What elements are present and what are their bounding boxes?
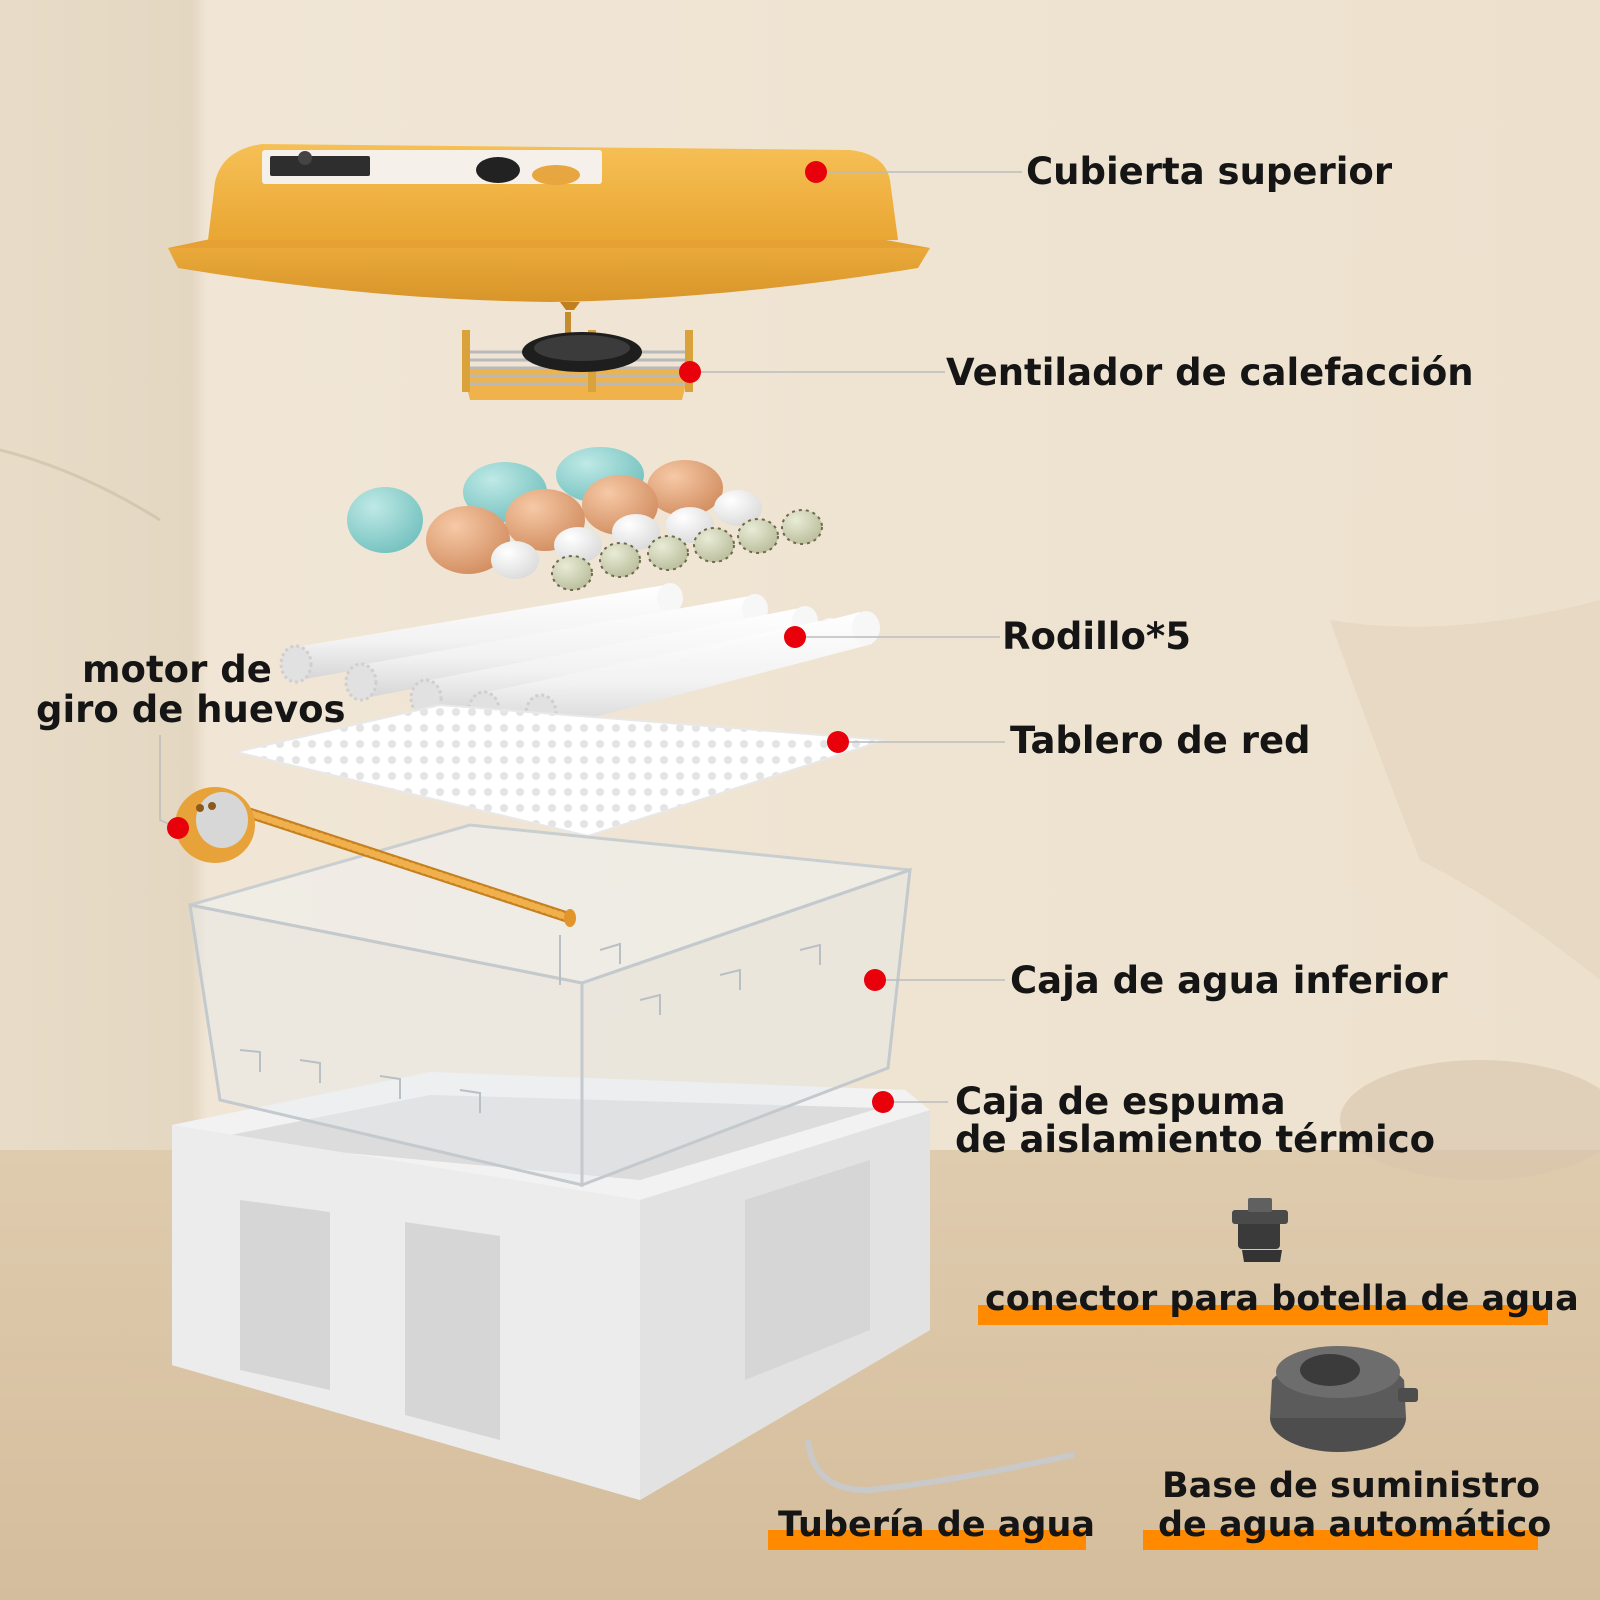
plant-shadow <box>1330 600 1600 980</box>
label-water-pipe: Tubería de agua <box>778 1505 1095 1545</box>
label-supply-line2: de agua automático <box>1158 1505 1552 1545</box>
label-motor-line1: motor de <box>82 648 272 691</box>
label-foam-line2: de aislamiento térmico <box>955 1118 1436 1161</box>
eggs <box>347 447 823 591</box>
water-pipe-icon <box>805 1439 1075 1494</box>
label-foam-line1: Caja de espuma <box>955 1080 1286 1123</box>
label-heating-fan: Ventilador de calefacción <box>946 351 1474 394</box>
highlight-pipe <box>768 1530 1086 1550</box>
label-water-box: Caja de agua inferior <box>1010 959 1448 1002</box>
top-cover <box>168 144 930 310</box>
highlight-supply <box>1143 1530 1538 1550</box>
plant-shadow-branch <box>0 448 161 522</box>
foam-box <box>172 1072 930 1500</box>
label-top-cover: Cubierta superior <box>1026 150 1393 193</box>
net-board <box>235 703 886 838</box>
label-bottle-connector: conector para botella de agua <box>985 1279 1579 1319</box>
bottle-connector-icon <box>1232 1198 1288 1262</box>
supply-base-icon <box>1270 1346 1418 1452</box>
label-supply-line1: Base de suministro <box>1162 1466 1541 1506</box>
label-motor-line2: giro de huevos <box>36 688 346 731</box>
highlight-connector <box>978 1305 1548 1325</box>
water-box <box>188 823 912 1188</box>
floor-shadow <box>1340 1060 1600 1180</box>
markers <box>167 161 894 1113</box>
label-net-board: Tablero de red <box>1010 719 1311 762</box>
turning-motor <box>175 787 576 927</box>
heating-fan <box>462 312 693 400</box>
label-roller: Rodillo*5 <box>1002 615 1191 658</box>
